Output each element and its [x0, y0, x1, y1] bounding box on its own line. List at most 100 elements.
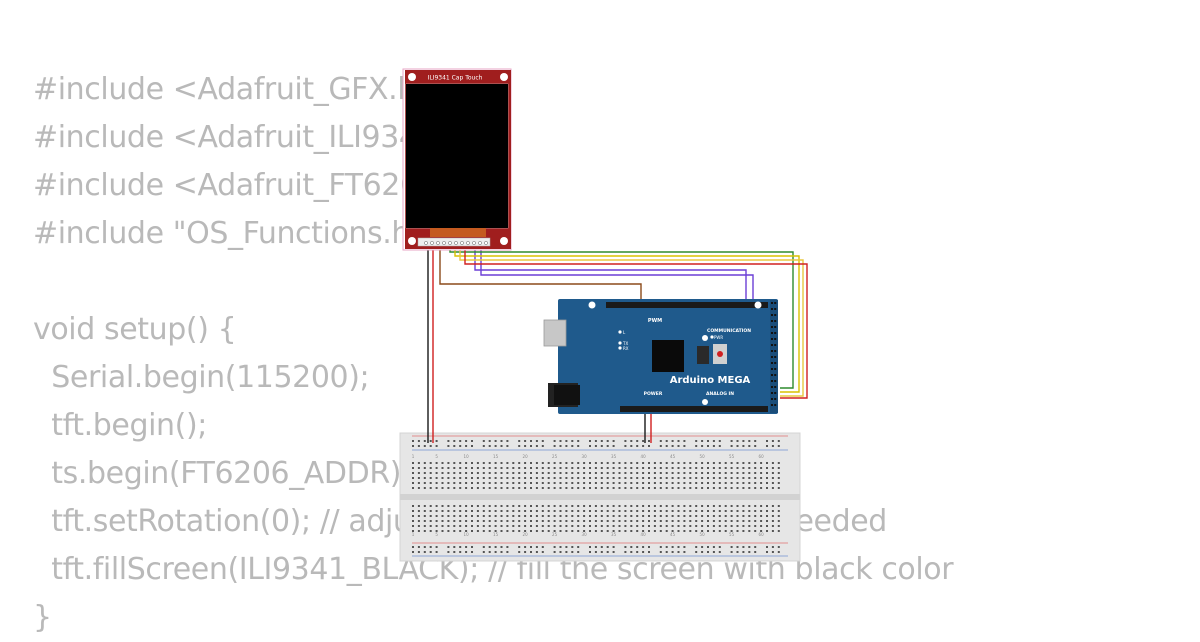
breadboard-hole [423, 477, 426, 479]
breadboard-hole [583, 472, 586, 474]
breadboard-hole [612, 462, 615, 464]
breadboard-column-number: 50 [700, 532, 706, 537]
header-pin [774, 350, 777, 352]
breadboard-hole [547, 467, 550, 469]
breadboard-hole [435, 530, 438, 532]
header-pin [771, 380, 773, 382]
breadboard-hole [642, 515, 645, 517]
breadboard-hole [730, 546, 733, 548]
breadboard-hole [506, 520, 509, 522]
breadboard-hole [435, 445, 438, 447]
breadboard-hole [589, 445, 591, 447]
breadboard-hole [435, 546, 438, 548]
breadboard-hole [447, 510, 450, 512]
breadboard-hole [417, 487, 420, 489]
breadboard-hole [453, 477, 456, 479]
breadboard-hole [707, 520, 709, 522]
breadboard-hole [500, 515, 503, 517]
breadboard-hole [583, 462, 586, 464]
led-rx-label: RX [623, 346, 629, 351]
breadboard-hole [689, 505, 692, 507]
breadboard-hole [488, 482, 491, 484]
led-l-label: L [623, 330, 626, 335]
breadboard-hole [465, 462, 468, 464]
breadboard-hole [465, 551, 468, 553]
breadboard-hole [518, 530, 521, 532]
breadboard-hole [748, 467, 751, 469]
breadboard-hole [417, 515, 420, 517]
breadboard-hole [577, 440, 580, 442]
breadboard-hole [482, 525, 485, 527]
breadboard-holes [412, 440, 780, 553]
breadboard-hole [500, 505, 503, 507]
breadboard-hole [630, 530, 633, 532]
breadboard-hole [589, 525, 591, 527]
code-line: #include "OS_Functions.h" [33, 216, 424, 251]
breadboard-hole [524, 551, 527, 553]
breadboard-hole [565, 482, 568, 484]
breadboard-hole [618, 462, 621, 464]
breadboard-hole [594, 510, 597, 512]
breadboard-hole [718, 510, 721, 512]
breadboard-hole [730, 551, 733, 553]
ili9341-display-module: ILI9341 Cap Touch [402, 68, 512, 251]
code-line: Serial.begin(115200); [33, 360, 370, 395]
breadboard-hole [760, 472, 763, 474]
header-pin [774, 386, 777, 388]
header-pin [771, 332, 773, 334]
breadboard-hole [471, 487, 473, 489]
breadboard-hole [565, 505, 568, 507]
breadboard-hole [535, 546, 538, 548]
breadboard-hole [742, 462, 745, 464]
header-pin [771, 350, 773, 352]
breadboard-hole [754, 525, 757, 527]
breadboard-hole [612, 440, 615, 442]
breadboard-hole [530, 505, 532, 507]
header-pin [774, 344, 777, 346]
breadboard-hole [447, 505, 450, 507]
breadboard-hole [494, 515, 497, 517]
breadboard-hole [766, 520, 768, 522]
breadboard-hole [618, 530, 621, 532]
breadboard-hole [683, 445, 686, 447]
breadboard-hole [671, 467, 674, 469]
breadboard-hole [754, 445, 757, 447]
breadboard-hole [500, 467, 503, 469]
breadboard-hole [701, 462, 704, 464]
breadboard-hole [553, 525, 556, 527]
breadboard-hole [742, 551, 745, 553]
breadboard-hole [459, 515, 462, 517]
breadboard-hole [712, 510, 715, 512]
breadboard-hole [447, 520, 450, 522]
breadboard-hole [447, 482, 450, 484]
breadboard-hole [583, 515, 586, 517]
breadboard-hole [730, 487, 733, 489]
breadboard-hole [494, 445, 497, 447]
breadboard-hole [659, 505, 662, 507]
breadboard-hole [589, 477, 591, 479]
breadboard-hole [494, 546, 497, 548]
breadboard-hole [630, 525, 633, 527]
breadboard-hole [500, 487, 503, 489]
breadboard-hole [423, 515, 426, 517]
breadboard-hole [766, 440, 768, 442]
breadboard-hole [742, 525, 745, 527]
breadboard-hole [736, 462, 739, 464]
breadboard-hole [771, 551, 774, 553]
breadboard-hole [524, 462, 527, 464]
breadboard-hole [512, 487, 515, 489]
breadboard-hole [712, 530, 715, 532]
breadboard-hole [594, 505, 597, 507]
breadboard-hole [665, 551, 668, 553]
breadboard-hole [417, 445, 420, 447]
breadboard-hole [618, 525, 621, 527]
breadboard-hole [506, 472, 509, 474]
breadboard-hole [494, 440, 497, 442]
breadboard-hole [742, 530, 745, 532]
breadboard-hole [701, 487, 704, 489]
display-pin [448, 241, 452, 245]
breadboard-hole [612, 515, 615, 517]
breadboard-hole [630, 505, 633, 507]
breadboard-hole [695, 487, 698, 489]
breadboard-hole [642, 505, 645, 507]
